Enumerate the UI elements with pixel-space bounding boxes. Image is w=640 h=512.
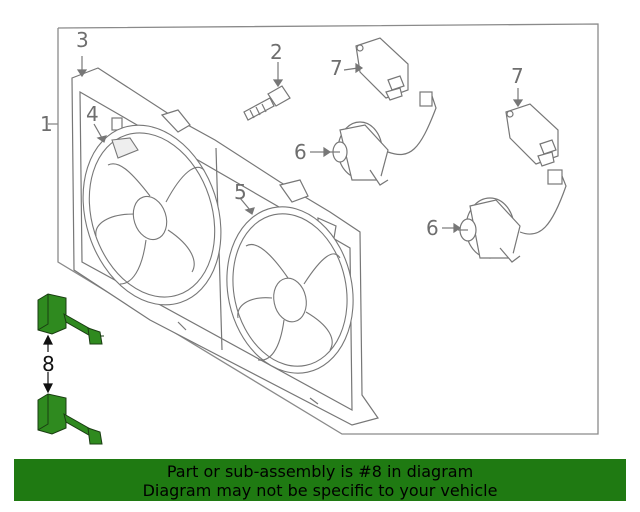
bolt <box>243 85 291 121</box>
callout-2: 2 <box>270 40 283 64</box>
leader-lines <box>76 56 524 234</box>
banner-line-2: Diagram may not be specific to your vehi… <box>142 481 498 500</box>
fan-motor-upper <box>330 91 437 186</box>
info-banner: Part or sub-assembly is #8 in diagram Di… <box>14 459 626 501</box>
assembly-frame <box>48 23 599 435</box>
callout-8-arrows <box>43 334 53 394</box>
resistor-module-lower <box>505 103 559 167</box>
highlighted-part-8 <box>37 293 104 445</box>
fan-right <box>226 206 354 374</box>
banner-line-1: Part or sub-assembly is #8 in diagram <box>166 462 474 481</box>
fan-motor-lower <box>458 169 567 263</box>
callout-8: 8 <box>42 352 55 376</box>
fan-left <box>82 124 222 306</box>
callout-7-upper: 7 <box>330 56 343 80</box>
parts-diagram <box>37 23 599 445</box>
resistor-module-upper <box>355 37 409 101</box>
callout-1: 1 <box>40 112 53 136</box>
callout-6-lower: 6 <box>426 216 439 240</box>
callout-7-lower: 7 <box>511 64 524 88</box>
callout-4: 4 <box>86 102 99 126</box>
callout-6-upper: 6 <box>294 140 307 164</box>
callout-5: 5 <box>234 180 247 204</box>
callout-3: 3 <box>76 28 89 52</box>
